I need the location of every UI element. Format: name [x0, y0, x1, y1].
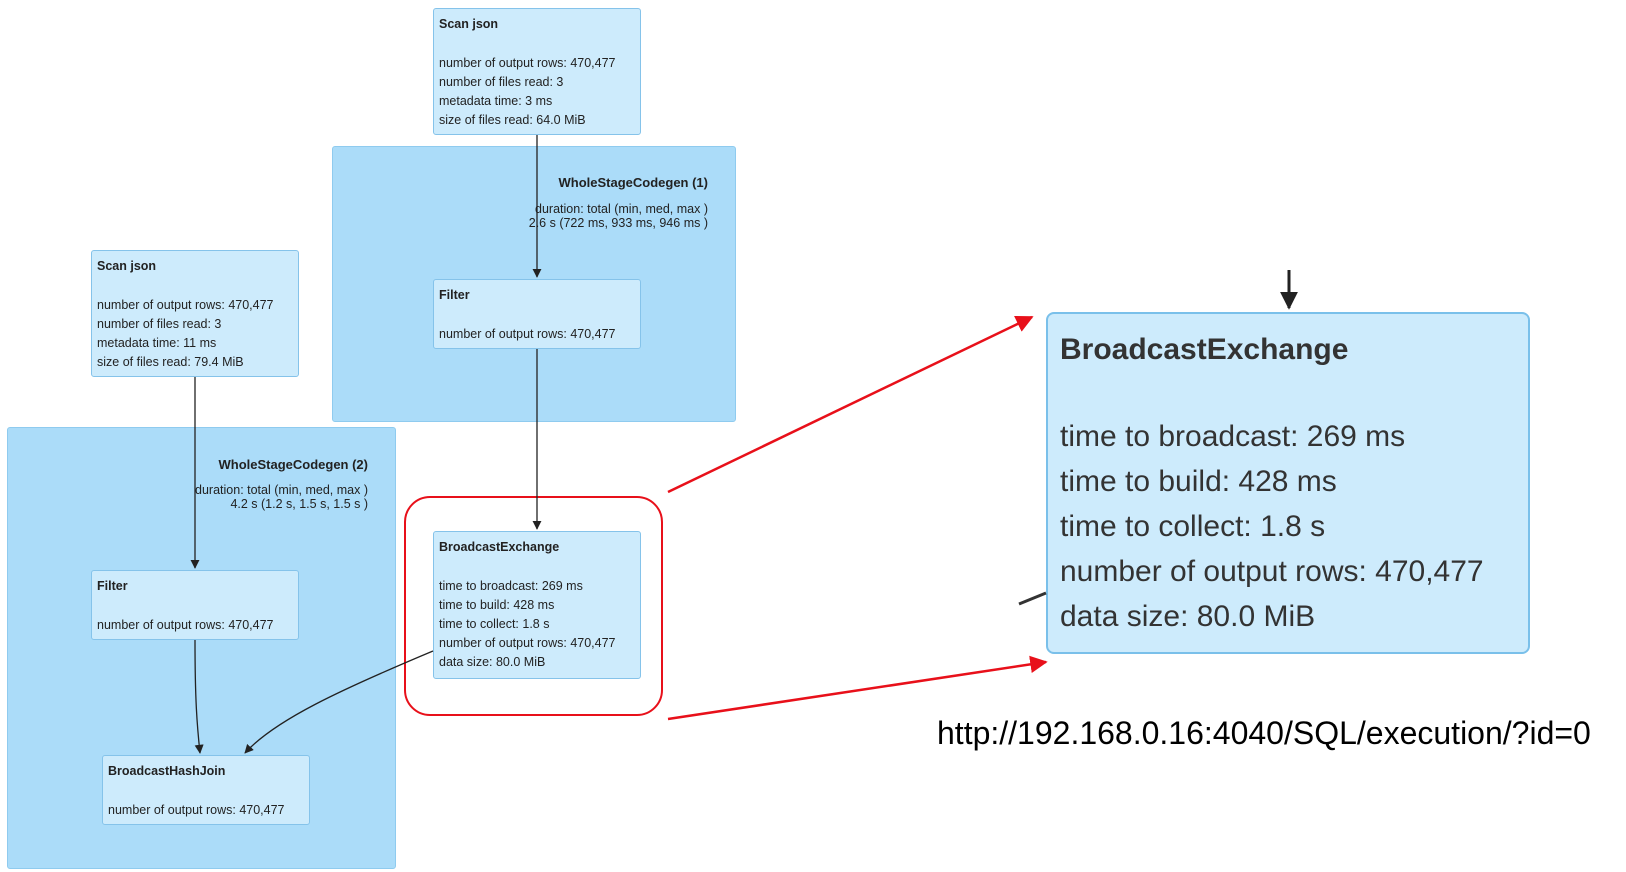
edge-filter2-hash-join	[194, 639, 204, 754]
node-metric: size of files read: 79.4 MiB	[97, 355, 244, 369]
node-metric: number of output rows: 470,477	[97, 298, 274, 312]
node-metric: number of files read: 3	[439, 75, 564, 89]
node-metric: number of output rows: 470,477	[439, 636, 616, 650]
cluster-title: WholeStageCodegen (2)	[218, 457, 368, 472]
node-title: Filter	[439, 288, 470, 302]
node-title: BroadcastExchange	[439, 540, 560, 554]
execution-url: http://192.168.0.16:4040/SQL/execution/?…	[937, 715, 1591, 751]
zoomed-outgoing-edge	[1018, 591, 1047, 606]
duration-label: duration: total (min, med, max )	[535, 202, 708, 216]
node-metric: time to broadcast: 269 ms	[439, 579, 583, 593]
node-title: Scan json	[439, 17, 499, 31]
zoomed-broadcast-exchange-node: BroadcastExchange time to broadcast: 269…	[1046, 312, 1530, 654]
callout-arrow-top	[667, 315, 1034, 494]
zoomed-node-metric: time to build: 428 ms	[1060, 465, 1337, 498]
node-title: BroadcastHashJoin	[108, 764, 226, 778]
duration-value: 2.6 s (722 ms, 933 ms, 946 ms )	[528, 216, 708, 230]
scan-json-node-2[interactable]: Scan json number of output rows: 470,477…	[91, 250, 299, 377]
broadcast-hash-join-node[interactable]: BroadcastHashJoin number of output rows:…	[102, 755, 310, 825]
filter-node-1[interactable]: Filter number of output rows: 470,477	[433, 279, 641, 349]
node-metric: number of files read: 3	[97, 317, 222, 331]
node-title: Scan json	[97, 259, 157, 273]
node-metric: metadata time: 3 ms	[439, 94, 553, 108]
node-metric: number of output rows: 470,477	[108, 803, 285, 817]
zoomed-node-metric: time to broadcast: 269 ms	[1060, 420, 1406, 453]
scan-json-node-1[interactable]: Scan json number of output rows: 470,477…	[433, 8, 641, 135]
highlight-box	[404, 496, 663, 716]
zoomed-node-title: BroadcastExchange	[1060, 333, 1349, 366]
filter-node-2[interactable]: Filter number of output rows: 470,477	[91, 570, 299, 640]
callout-arrow-bottom	[667, 655, 1048, 721]
node-metric: number of output rows: 470,477	[97, 618, 274, 632]
node-metric: size of files read: 64.0 MiB	[439, 113, 586, 127]
node-title: Filter	[97, 579, 128, 593]
broadcast-exchange-node[interactable]: BroadcastExchange time to broadcast: 269…	[433, 531, 641, 679]
edge-broadcast-exchange-hash-join	[244, 650, 434, 754]
node-metric: number of output rows: 470,477	[439, 56, 616, 70]
cluster-duration: duration: total (min, med, max ) 2.6 s (…	[529, 202, 708, 230]
zoomed-node-metric: data size: 80.0 MiB	[1060, 600, 1316, 633]
zoomed-node-metric: time to collect: 1.8 s	[1060, 510, 1326, 543]
node-metric: number of output rows: 470,477	[439, 327, 616, 341]
cluster-duration: duration: total (min, med, max ) 4.2 s (…	[195, 483, 368, 511]
cluster-title: WholeStageCodegen (1)	[558, 175, 708, 190]
node-metric: time to build: 428 ms	[439, 598, 555, 612]
zoomed-node-metric: number of output rows: 470,477	[1060, 555, 1484, 588]
node-metric: time to collect: 1.8 s	[439, 617, 550, 631]
node-metric: metadata time: 11 ms	[97, 336, 217, 350]
node-metric: data size: 80.0 MiB	[439, 655, 546, 669]
duration-value: 4.2 s (1.2 s, 1.5 s, 1.5 s )	[230, 497, 368, 511]
duration-label: duration: total (min, med, max )	[195, 483, 368, 497]
